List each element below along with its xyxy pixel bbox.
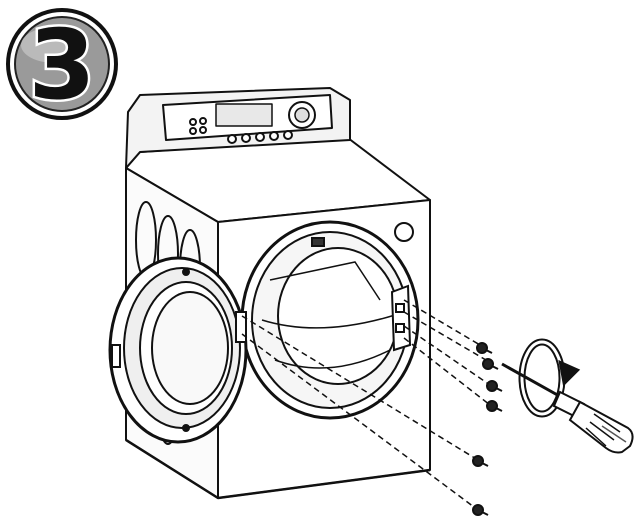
drum-opening bbox=[240, 220, 420, 420]
rotate-arrow-icon bbox=[518, 338, 581, 418]
step-number: 3 bbox=[29, 9, 96, 121]
screwdriver-icon bbox=[501, 362, 634, 454]
screw-icon bbox=[472, 342, 503, 516]
dryer-door-icon bbox=[108, 256, 248, 444]
step-badge-icon: 3 bbox=[6, 7, 118, 124]
alignment-lines bbox=[241, 299, 491, 511]
hinge-bracket bbox=[390, 284, 412, 352]
